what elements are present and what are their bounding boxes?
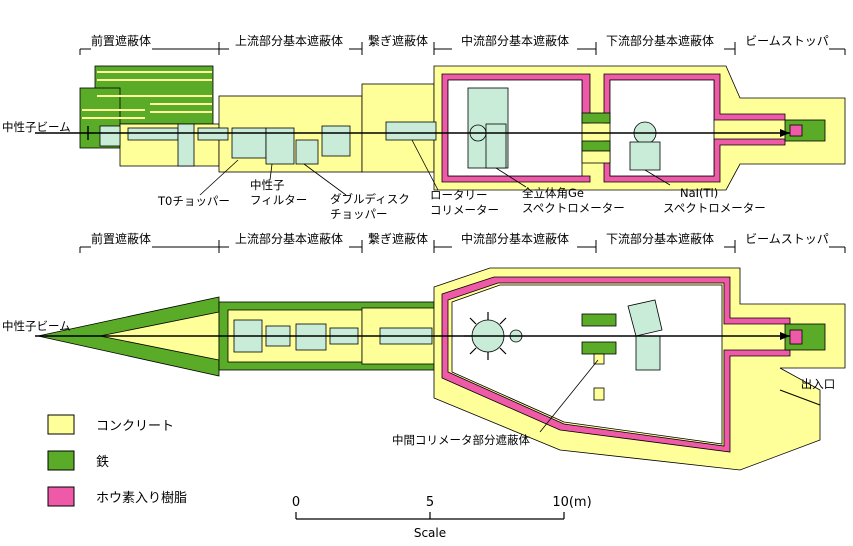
neutron-filter-label: 中性子 — [250, 178, 285, 192]
rotary-collimator-label: ロータリー — [430, 188, 488, 202]
guide-tube — [127, 127, 179, 141]
top-section-labels: 前置遮蔽体 上流部分基本遮蔽体 繋ぎ遮蔽体 中流部分基本遮蔽体 下流部分基本遮蔽… — [91, 33, 829, 48]
t0-chopper-label: T0チョッパー — [157, 194, 230, 208]
scale-title: Scale — [414, 526, 446, 540]
legend-label: 鉄 — [96, 455, 109, 470]
top-shielding — [79, 65, 846, 191]
nai-spectrometer-body — [635, 335, 661, 371]
section-label: ビームストッパ — [745, 232, 829, 246]
legend-item-boron-resin: ホウ素入り樹脂 — [47, 486, 187, 507]
equipment-block — [321, 125, 351, 157]
section-label: 上流部分基本遮蔽体 — [235, 33, 343, 48]
scale-tick-label: 10(m) — [552, 495, 591, 510]
wall-stub — [593, 387, 605, 401]
down-cavity — [609, 79, 715, 177]
top-equipment — [99, 87, 661, 171]
ge-spectrometer-label: 全立体角Ge — [522, 186, 584, 200]
mid-collimator-concrete — [581, 150, 611, 164]
rotary-collimator-label: コリメーター — [430, 203, 499, 217]
scale-tick-label: 0 — [292, 495, 300, 510]
mid-collimator-concrete — [593, 353, 605, 365]
legend-item-concrete: コンクリート — [47, 414, 174, 435]
section-label: 前置遮蔽体 — [91, 231, 151, 246]
double-disk-chopper-label: チョッパー — [330, 207, 388, 221]
top-annotation-labels: T0チョッパー 中性子 フィルター ダブルディスク チョッパー ロータリー コリ… — [157, 178, 766, 221]
section-label: 繋ぎ遮蔽体 — [368, 33, 428, 48]
top-section-header — [79, 42, 846, 55]
mid-collimator-iron — [581, 112, 611, 124]
double-disk-chopper-body — [295, 323, 327, 351]
scale-tick-label: 5 — [426, 495, 434, 510]
beam-arrowhead — [780, 129, 790, 137]
ge-spectrometer-label: スペクトロメーター — [522, 201, 625, 215]
beam-arrowhead — [780, 332, 790, 340]
entrance-label: 出入口 — [801, 377, 836, 391]
beam-stop-core — [789, 124, 803, 137]
mid-collimator-iron — [581, 140, 611, 152]
ge-detector-array — [464, 312, 507, 360]
bottom-section-header — [79, 240, 846, 253]
legend-item-iron: 鉄 — [47, 450, 109, 471]
top-beam-line: 中性子ビーム — [2, 120, 790, 140]
bottom-annotations: 出入口 中間コリメータ部分遮蔽体 — [392, 359, 836, 447]
legend-swatch — [47, 414, 75, 435]
legend: コンクリート 鉄 ホウ素入り樹脂 — [47, 414, 187, 507]
section-label: ビームストッパ — [745, 34, 829, 48]
nai-spectrometer-label: スペクトロメーター — [663, 201, 766, 215]
section-label: 下流部分基本遮蔽体 — [606, 33, 714, 48]
top-annotations — [199, 139, 671, 196]
scale-bar: 0 5 10(m) Scale — [292, 495, 592, 540]
beam-label: 中性子ビーム — [2, 319, 71, 333]
legend-swatch — [47, 450, 75, 471]
mid-collimator-iron — [581, 313, 617, 327]
bottom-beam-line: 中性子ビーム — [2, 319, 790, 340]
neutron-filter-label: フィルター — [250, 193, 307, 207]
beam-label: 中性子ビーム — [2, 120, 71, 134]
beam-stop-core — [789, 329, 803, 345]
iron-layer-lines — [82, 71, 212, 119]
boron-liner — [441, 276, 791, 453]
section-label: 前置遮蔽体 — [91, 33, 151, 48]
section-label: 上流部分基本遮蔽体 — [235, 231, 343, 246]
legend-label: コンクリート — [96, 419, 174, 434]
mid-collimator-label: 中間コリメータ部分遮蔽体 — [392, 433, 530, 447]
double-disk-chopper-body — [295, 139, 319, 165]
guide-tube — [197, 127, 229, 141]
nai-detector-head — [627, 299, 663, 337]
equipment-block — [99, 125, 121, 147]
nai-spectrometer-label: NaI(Tl) — [680, 186, 718, 200]
section-label: 下流部分基本遮蔽体 — [606, 231, 714, 246]
mid-collimator-iron — [581, 341, 617, 355]
double-disk-chopper-label: ダブルディスク — [330, 192, 410, 206]
equipment-block — [177, 123, 195, 167]
legend-label: ホウ素入り樹脂 — [96, 491, 187, 506]
legend-swatch — [47, 486, 75, 507]
bottom-section-labels: 前置遮蔽体 上流部分基本遮蔽体 繋ぎ遮蔽体 中流部分基本遮蔽体 下流部分基本遮蔽… — [91, 231, 829, 246]
rotary-collimator-body — [385, 121, 437, 141]
section-label: 中流部分基本遮蔽体 — [461, 33, 569, 48]
ge-detector — [485, 123, 507, 169]
nai-spectrometer-body — [629, 141, 661, 171]
neutron-filter-body — [265, 127, 295, 165]
section-label: 繋ぎ遮蔽体 — [368, 231, 428, 246]
section-label: 中流部分基本遮蔽体 — [461, 231, 569, 246]
